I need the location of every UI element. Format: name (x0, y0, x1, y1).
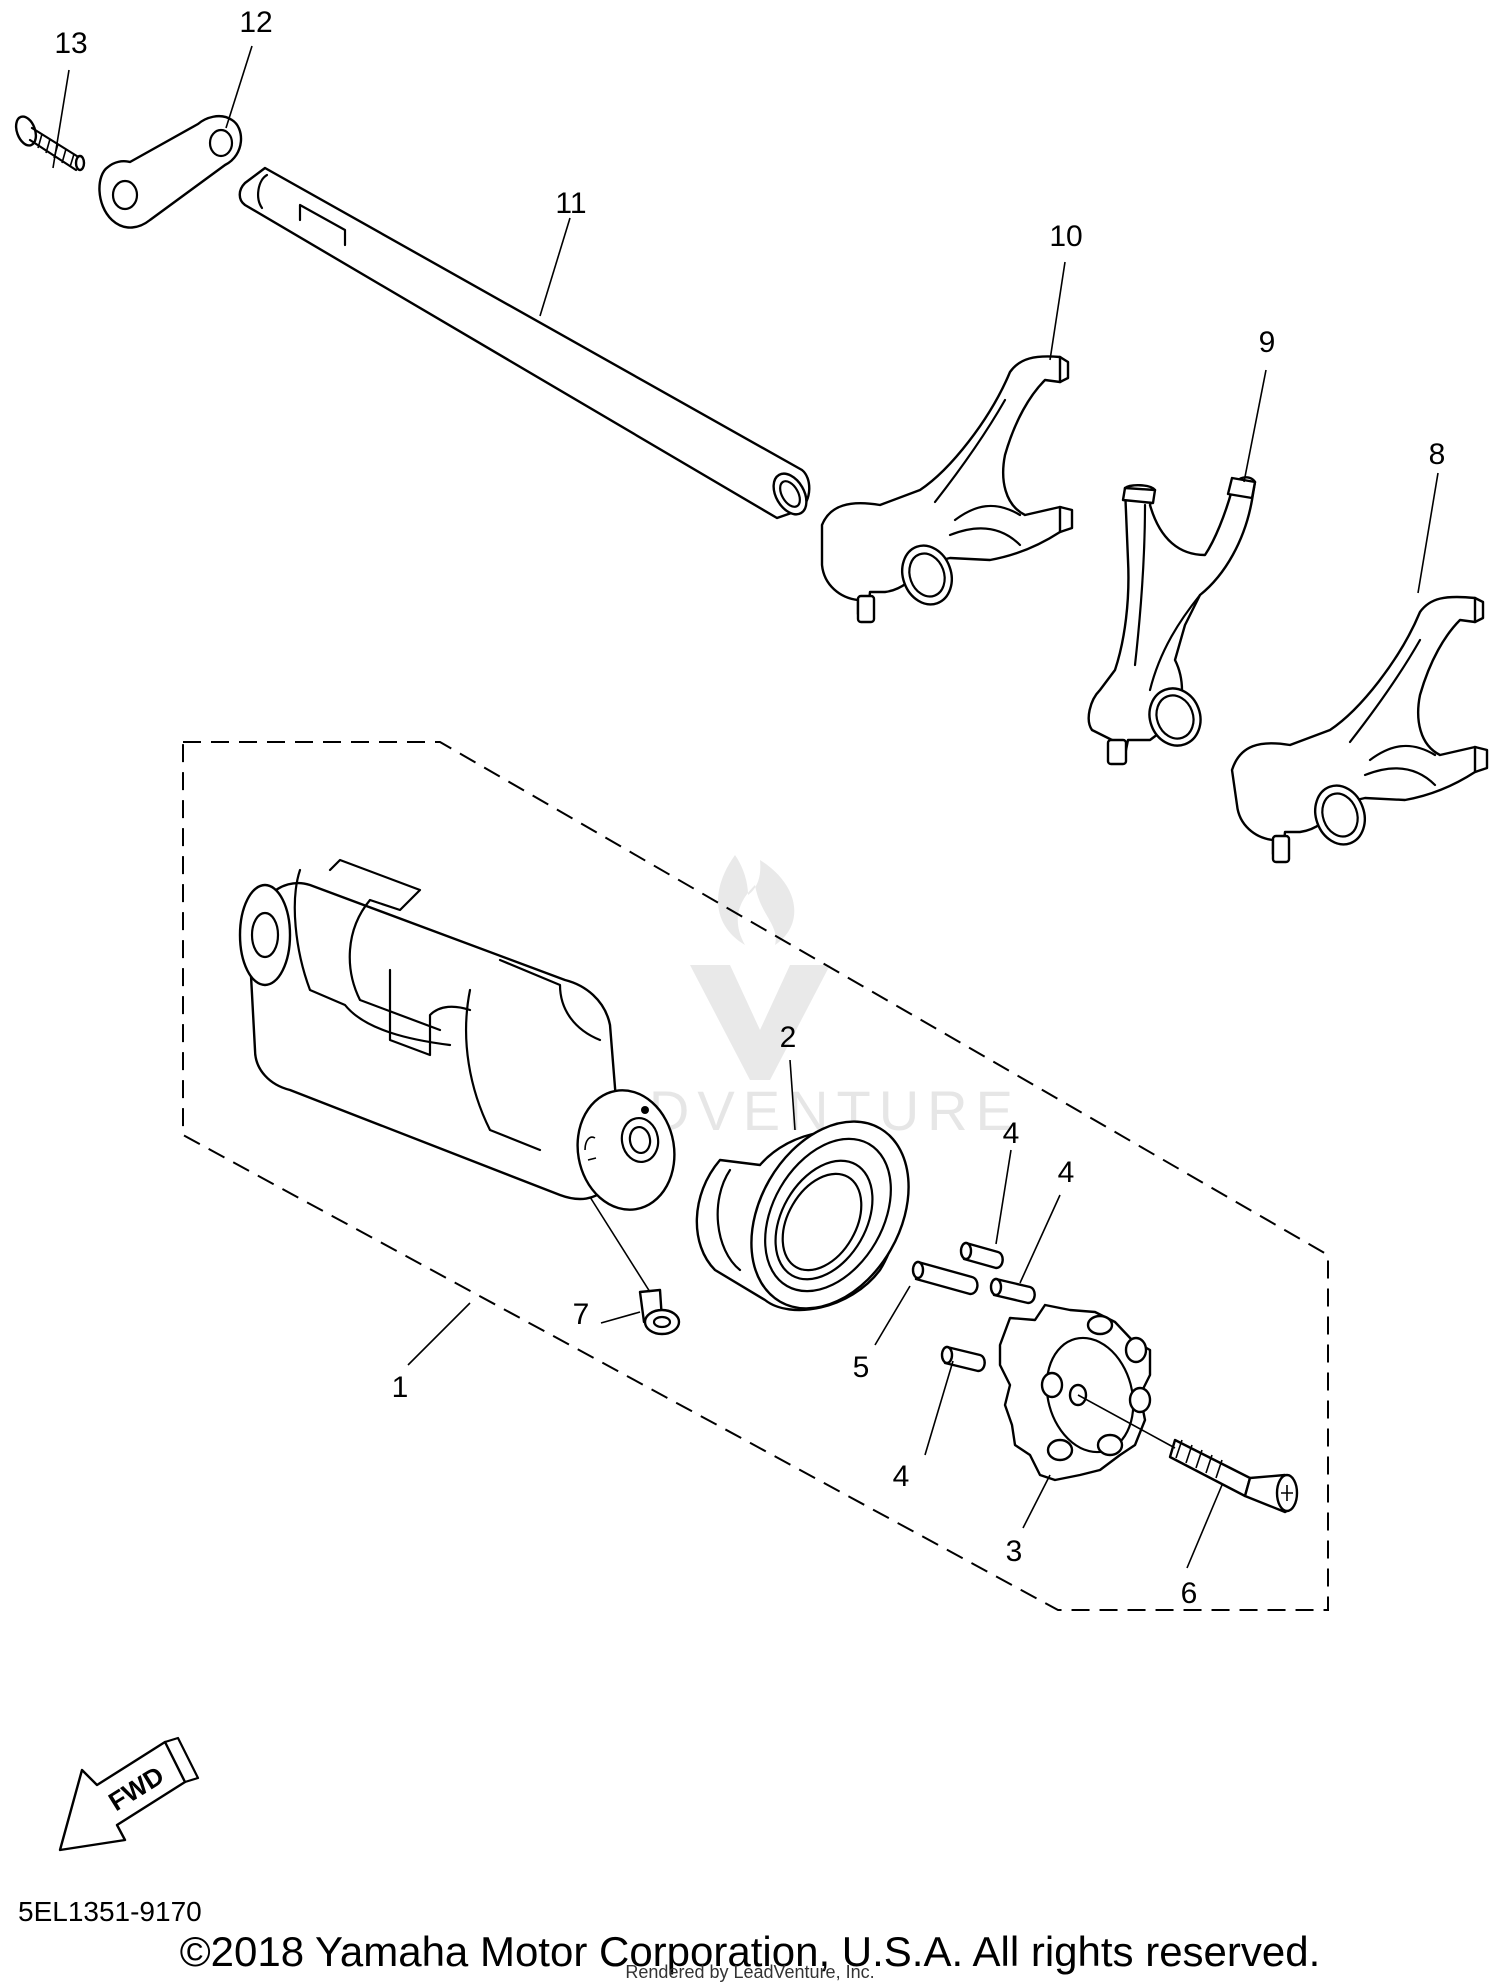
callout-9: 9 (1259, 326, 1276, 359)
part-4-pin-lower (940, 1345, 986, 1373)
callout-3: 3 (1006, 1535, 1023, 1568)
callout-2: 2 (780, 1021, 797, 1054)
fwd-arrow-icon: FWD (58, 1736, 200, 1852)
part-9-shift-fork (1087, 476, 1257, 766)
callout-numbers: 13 12 11 10 9 8 2 4 4 7 1 5 4 3 6 (54, 6, 1445, 1610)
part-2-bearing (695, 1120, 910, 1312)
callout-10: 10 (1049, 220, 1082, 253)
part-1-shift-drum (238, 858, 676, 1211)
callout-1: 1 (392, 1371, 409, 1404)
part-13-screw (14, 115, 86, 172)
part-6-screw (1168, 1438, 1299, 1514)
callout-6: 6 (1181, 1577, 1198, 1610)
callout-8: 8 (1429, 438, 1446, 471)
callout-12: 12 (239, 6, 272, 39)
callout-11: 11 (555, 187, 586, 220)
callout-4-right: 4 (1058, 1156, 1075, 1189)
callout-13: 13 (54, 27, 87, 60)
callout-4-upper: 4 (1003, 1117, 1020, 1150)
copyright-notice: ©2018 Yamaha Motor Corporation, U.S.A. A… (179, 1928, 1321, 1975)
part-11-shaft (238, 166, 811, 520)
callout-7: 7 (573, 1298, 590, 1331)
part-5-pin (911, 1260, 979, 1296)
part-7-screw (638, 1288, 681, 1336)
callout-5: 5 (853, 1351, 870, 1384)
assembly-axis-line (1077, 1394, 1176, 1449)
part-8-shift-fork (1230, 595, 1489, 864)
part-3-segment (998, 1303, 1152, 1482)
rendered-by-credit: Rendered by LeadVenture, Inc. (625, 1962, 875, 1982)
part-10-shift-fork (820, 355, 1074, 624)
part-4-pin-upper (959, 1241, 1004, 1270)
part-4-pin-right (989, 1277, 1036, 1305)
assembly-boundary (182, 741, 1329, 1611)
callout-4-lower: 4 (893, 1460, 910, 1493)
part-12-plate (98, 114, 243, 229)
leader-lines (52, 45, 1439, 1569)
diagram-reference-code: 5EL1351-9170 (18, 1896, 202, 1927)
